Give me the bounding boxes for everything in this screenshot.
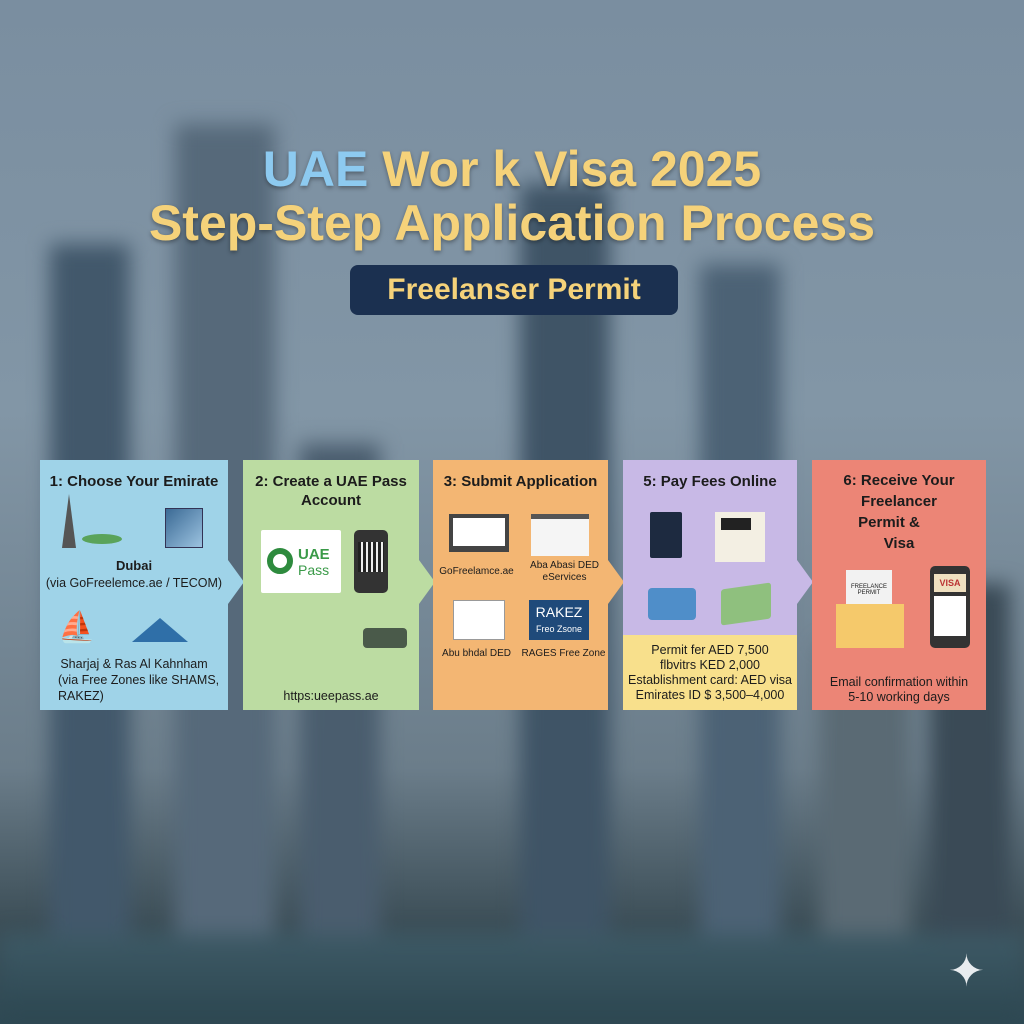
step-heading-line: 6: Receive Your bbox=[843, 472, 955, 489]
north-emirates-label: Sharjaj & Ras Al Kahnham bbox=[60, 657, 208, 671]
laptop-icon bbox=[449, 514, 509, 552]
step-5-panel: 6: Receive Your Freelancer Permit & Visa… bbox=[812, 460, 986, 710]
step-heading-1: 2: Create a UAE Pass bbox=[255, 473, 407, 490]
web-page-icon bbox=[531, 514, 589, 556]
mountain-boat-icon bbox=[132, 618, 188, 642]
step-heading: 3: Submit Application bbox=[443, 473, 598, 490]
cash-icon bbox=[721, 582, 771, 626]
rakez-subtitle: Freo Zsone bbox=[535, 624, 583, 634]
north-note-1: (via Free Zones like SHAMS, bbox=[58, 673, 220, 687]
freelance-permit-badge: Freelanser Permit bbox=[350, 265, 678, 315]
phone-qr-icon bbox=[354, 530, 388, 593]
step-heading-2: Account bbox=[301, 492, 361, 509]
fee-line: Establishment card: AED visa bbox=[628, 673, 792, 687]
title-line-2: Step-Step Application Process bbox=[148, 195, 876, 251]
logo-text-top: UAE bbox=[298, 546, 330, 563]
sparkle-icon: ✦ bbox=[948, 947, 985, 996]
logo-text-bottom: Pass bbox=[298, 562, 330, 578]
dubai-note: (via GoFreelemce.ae / TECOM) bbox=[45, 576, 223, 590]
dubai-label: Dubai bbox=[115, 558, 153, 573]
graduation-certificate-icon bbox=[715, 512, 765, 562]
step-1-panel: 1: Choose Your Emirate Dubai (via GoFree… bbox=[40, 460, 228, 710]
title-rest: Wor k Visa 2025 bbox=[368, 141, 762, 197]
rakez-title: RAKEZ bbox=[535, 604, 583, 620]
step-heading-line: Permit & bbox=[858, 514, 920, 531]
arrow-icon bbox=[228, 560, 244, 604]
envelope-document-icon: FREELANCE PERMIT bbox=[836, 570, 904, 648]
visa-label: VISA bbox=[934, 574, 966, 592]
usb-key-icon bbox=[363, 628, 407, 648]
arrow-icon bbox=[797, 560, 813, 604]
service-item[interactable]: GoFreelamce.ae bbox=[439, 566, 514, 577]
palm-island-icon bbox=[82, 534, 122, 544]
service-item[interactable]: Aba Abasi DED eServices bbox=[530, 560, 599, 583]
step-heading-line: Visa bbox=[883, 535, 915, 552]
title-line-1: UAE Wor k Visa 2025 bbox=[0, 140, 1024, 198]
office-building-icon bbox=[165, 508, 203, 548]
credit-card-icon bbox=[648, 588, 696, 620]
confirmation-note-2: 5-10 working days bbox=[848, 690, 950, 704]
step-heading: 1: Choose Your Emirate bbox=[49, 473, 219, 490]
rakez-logo: RAKEZ Freo Zsone bbox=[529, 600, 589, 640]
uae-pass-logo: UAE Pass bbox=[261, 530, 341, 593]
title-highlight: UAE bbox=[262, 141, 369, 197]
uae-pass-url[interactable]: https:ueepass.ae bbox=[283, 689, 379, 703]
north-note-2: RAKEZ) bbox=[58, 689, 104, 703]
step-4-panel: 5: Pay Fees Online Permit fer AED 7,500 … bbox=[623, 460, 797, 710]
fee-line: Permit fer AED 7,500 bbox=[651, 643, 769, 657]
service-item[interactable]: Abu bhdal DED bbox=[442, 648, 511, 659]
step-heading: 5: Pay Fees Online bbox=[643, 473, 777, 490]
phone-visa-icon: VISA bbox=[930, 566, 970, 648]
arrow-icon bbox=[419, 560, 435, 604]
fees-box: Permit fer AED 7,500 flbvitrs KED 2,000 … bbox=[623, 635, 797, 710]
step-3-panel: 3: Submit Application GoFreelamce.ae Aba… bbox=[433, 460, 608, 710]
fee-line: flbvitrs KED 2,000 bbox=[659, 658, 761, 672]
burj-khalifa-icon bbox=[62, 494, 76, 548]
step-heading-line: Freelancer bbox=[861, 493, 937, 510]
web-page-icon bbox=[453, 600, 505, 640]
arrow-icon bbox=[608, 560, 624, 604]
confirmation-note-1: Email confirmation within bbox=[829, 675, 969, 689]
fee-line: Emirates ID $ 3,500–4,000 bbox=[635, 688, 785, 702]
dhow-boat-icon: ⛵ bbox=[58, 611, 96, 644]
passport-icon bbox=[650, 512, 682, 558]
step-2-panel: 2: Create a UAE Pass Account UAE Pass ht… bbox=[243, 460, 419, 710]
service-item[interactable]: RAGES Free Zone bbox=[521, 648, 606, 659]
